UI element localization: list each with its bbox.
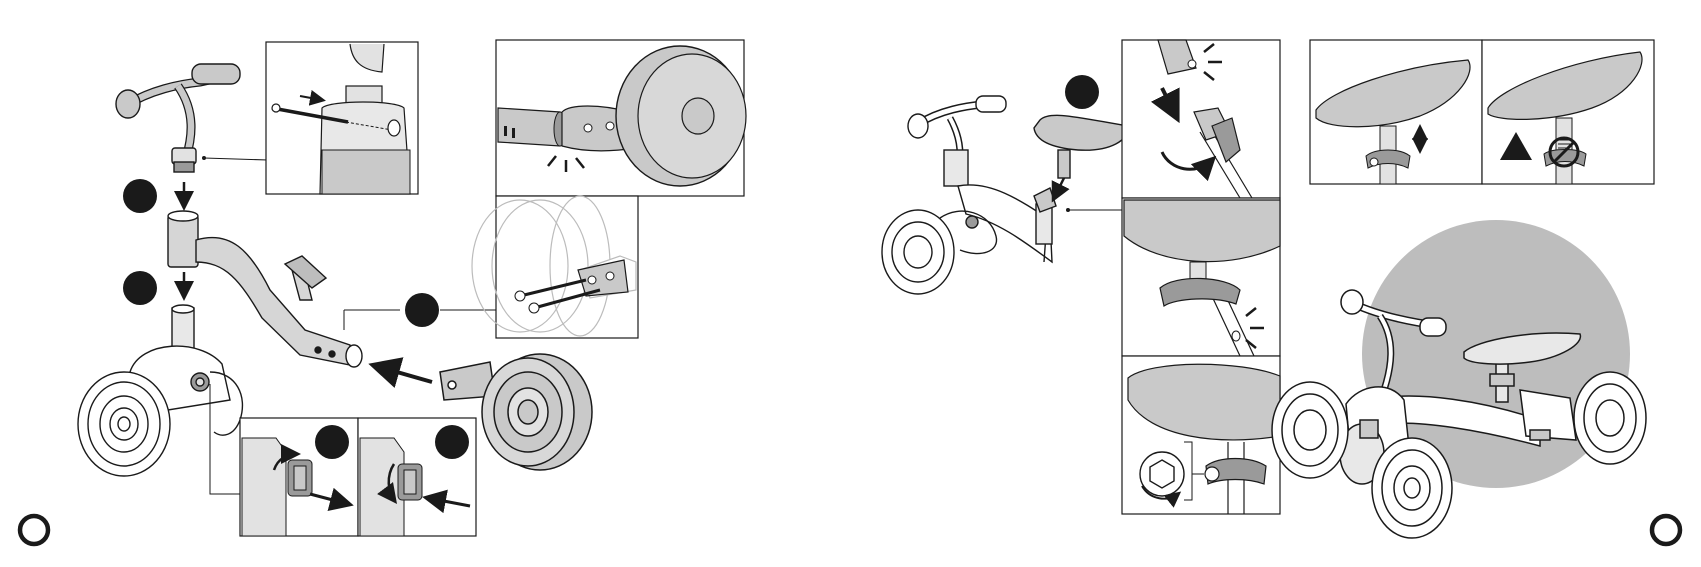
detail-panel-axle-pin [266,42,418,194]
detail-panel-wheel-hub [496,40,746,196]
assembled-bike [1272,220,1646,538]
right-page [882,40,1680,544]
bike-sketch [882,96,1128,294]
detail-panel-clamp-click [1122,198,1280,356]
detail-panel-seat-height-warning [1482,40,1654,184]
detail-panel-bolts [472,196,638,338]
step-marker-5 [435,425,469,459]
detail-panel-seat-height-ok [1310,40,1482,184]
handlebar-part [116,64,240,172]
leader-line [204,158,268,160]
detail-panel-knob-tighten [358,418,476,536]
front-fork-assembly [78,305,242,476]
ring-icon [20,516,48,544]
ring-icon [1652,516,1680,544]
step-marker-1 [123,179,157,213]
step-marker-6 [1065,75,1099,109]
step-marker-4 [315,425,349,459]
detail-panel-clamp-hex [1122,356,1280,514]
frame-part [168,211,362,367]
step-marker-2 [123,271,157,305]
step-marker-3 [405,293,439,327]
detail-panel-seat-post [1122,40,1280,198]
left-page [20,40,746,544]
down-arrow-icon [1054,178,1064,198]
insert-arrow-icon [376,366,432,382]
detail-panel-knob-loosen [240,418,358,536]
